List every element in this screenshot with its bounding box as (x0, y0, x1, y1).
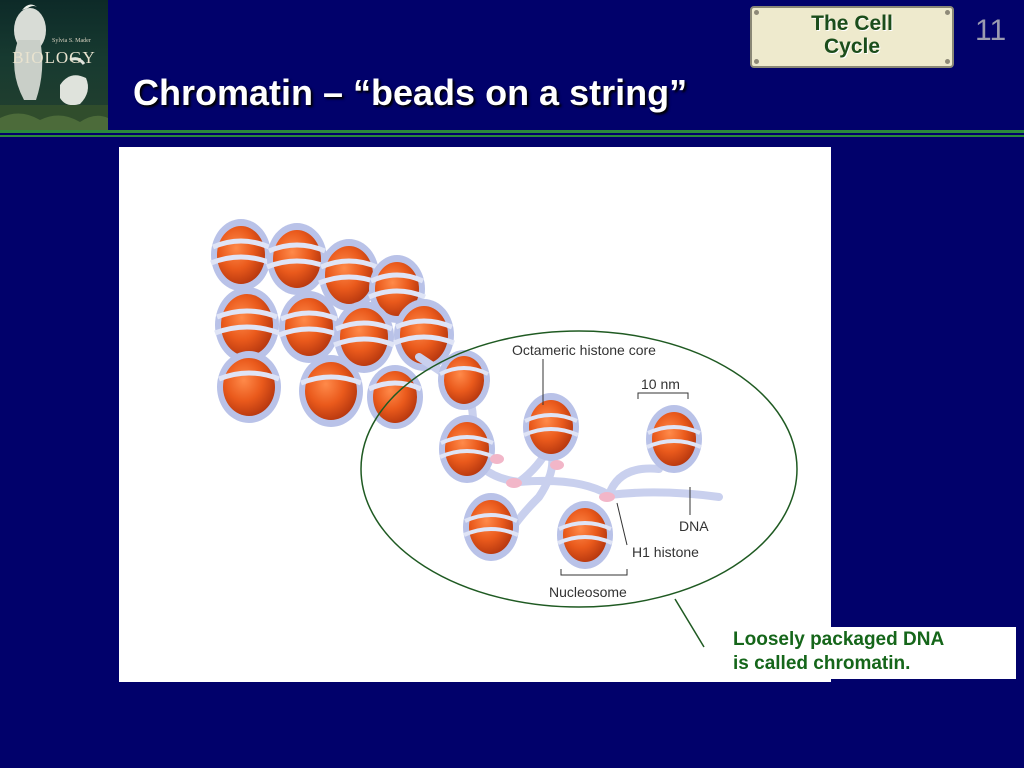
label-h1-histone: H1 histone (632, 544, 699, 560)
egret-illustration (0, 4, 108, 130)
book-cover-logo: Sylvia S. Mader BIOLOGY (0, 0, 108, 130)
beads-on-a-string (415, 350, 723, 569)
diagram-panel: Octameric histone core 10 nm DNA H1 hist… (119, 147, 831, 682)
slide-title: Chromatin – “beads on a string” (133, 72, 688, 113)
chromatin-diagram: Octameric histone core 10 nm DNA H1 hist… (210, 219, 798, 648)
pin-icon (754, 59, 759, 64)
header-divider-bottom (0, 135, 1024, 137)
magnification-oval (360, 330, 798, 608)
topic-label-line2: Cycle (823, 35, 881, 58)
pin-icon (945, 10, 950, 15)
label-nucleosome: Nucleosome (549, 584, 627, 600)
header-divider-top (0, 130, 1024, 133)
slide-number: 11 (975, 14, 1007, 47)
caption-line2: is called chromatin. (733, 653, 911, 674)
label-leaders (542, 359, 691, 576)
topic-scroll-label: The Cell Cycle (750, 6, 954, 68)
pin-icon (754, 10, 759, 15)
chromatin-caption: Loosely packaged DNA is called chromatin… (730, 627, 1016, 679)
label-10nm: 10 nm (641, 376, 680, 392)
book-title: BIOLOGY (12, 48, 96, 67)
condensed-chromatin-fiber (210, 219, 455, 429)
topic-label-line1: The Cell (811, 12, 893, 35)
pin-icon (945, 59, 950, 64)
label-dna: DNA (679, 518, 709, 534)
caption-line1: Loosely packaged DNA (733, 629, 945, 650)
label-octameric-core: Octameric histone core (512, 342, 656, 358)
h1-histone-markers (490, 454, 615, 502)
book-author: Sylvia S. Mader (52, 38, 91, 44)
caption-pointer (674, 598, 705, 648)
